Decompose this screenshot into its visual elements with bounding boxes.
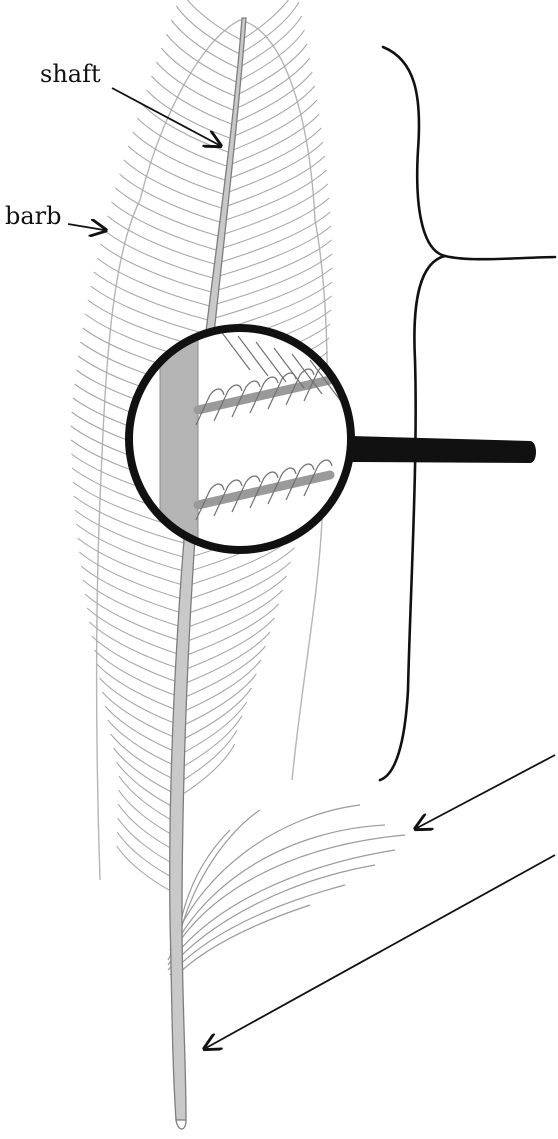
shaft-label: shaft: [40, 60, 101, 88]
barb-stroke: [91, 286, 207, 334]
afterfeather-pointer-arrow: [417, 755, 555, 828]
barb-stroke: [230, 86, 315, 138]
barb-stroke: [111, 734, 181, 782]
barb-stroke: [120, 174, 220, 222]
barb-stroke: [186, 562, 291, 614]
barb-stroke: [105, 706, 181, 754]
barb-stroke: [161, 48, 234, 96]
barb-stroke: [151, 76, 231, 124]
barb-stroke: [115, 188, 218, 236]
barb-stroke: [226, 114, 319, 166]
barb-stroke: [133, 132, 225, 180]
barb-pointer-arrow: [68, 224, 104, 230]
barb-stroke: [100, 244, 211, 292]
barb-stroke: [220, 170, 327, 222]
barb-stroke: [108, 720, 181, 768]
shaft: [170, 18, 246, 1129]
barb-stroke: [128, 146, 223, 194]
barb-stroke: [225, 128, 322, 180]
barb-stroke: [231, 72, 312, 124]
barb-stroke: [111, 202, 216, 250]
pointer-arrows: [68, 88, 555, 1048]
barb-stroke: [176, 6, 239, 54]
barb-stroke: [104, 230, 213, 278]
barb-stroke: [180, 744, 235, 796]
barb-stroke: [117, 846, 177, 894]
barb-stroke: [94, 272, 208, 320]
barb-stroke: [216, 198, 329, 250]
afterfeather: [168, 805, 405, 980]
calamus-pointer-arrow: [206, 855, 555, 1048]
barb-stroke: [156, 62, 233, 110]
barb-stroke: [117, 832, 177, 880]
vane-brackets: [380, 47, 555, 780]
barb-stroke: [124, 160, 221, 208]
barb-stroke: [108, 216, 215, 264]
barb-stroke: [114, 748, 180, 796]
barb-stroke: [181, 0, 241, 40]
barb-stroke: [218, 184, 328, 236]
magnifier-handle: [352, 436, 536, 463]
magnified-detail: [129, 320, 536, 560]
barb-label: barb: [5, 202, 62, 230]
barb-stroke: [186, 548, 294, 600]
barb-stroke: [185, 576, 287, 628]
